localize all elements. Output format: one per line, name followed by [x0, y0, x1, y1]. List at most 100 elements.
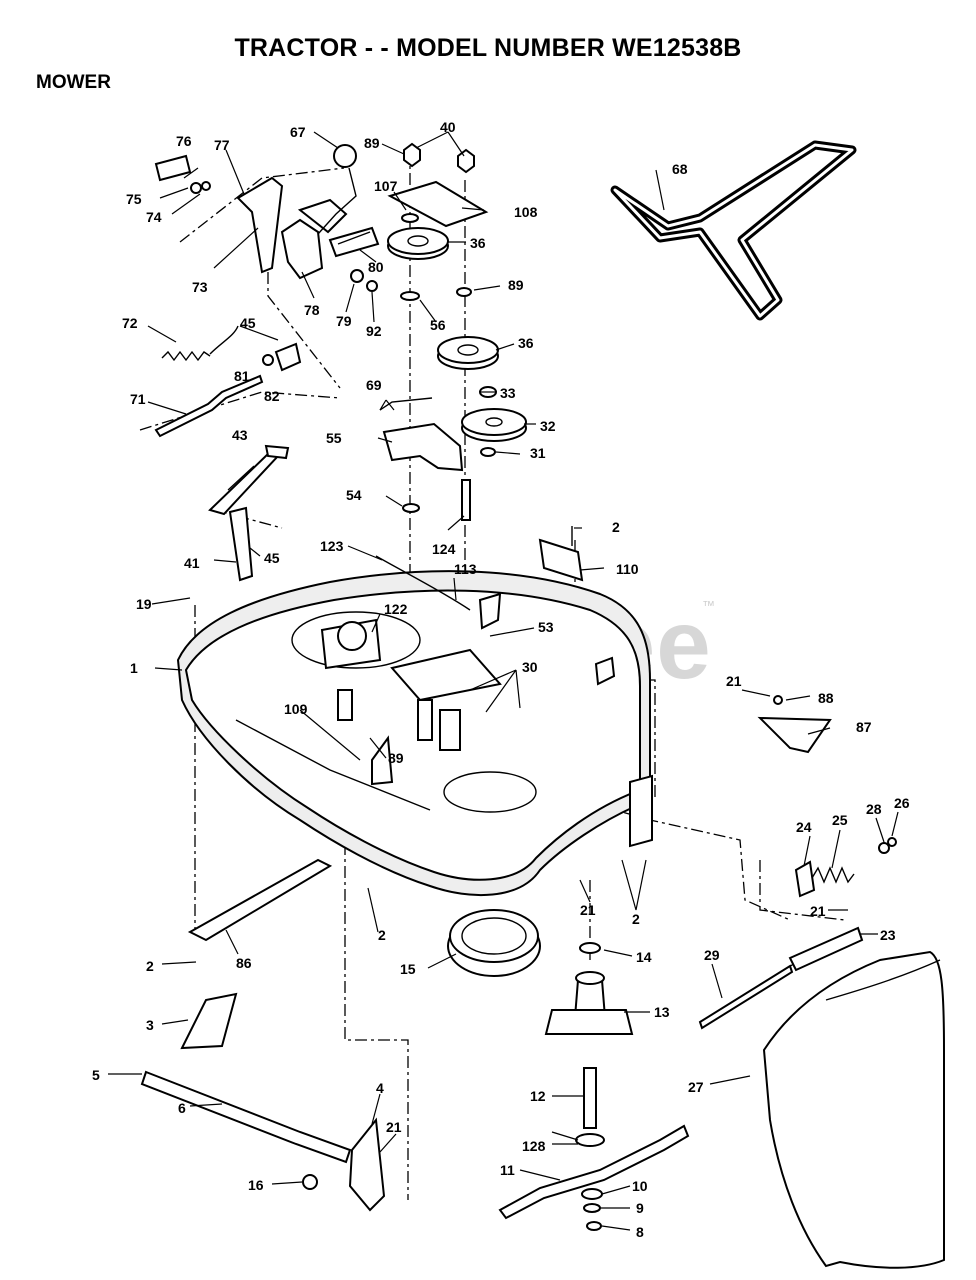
lift-arm-43 [208, 444, 290, 516]
part-label: 30 [522, 659, 538, 675]
part-label: 107 [374, 178, 398, 194]
part-label: 32 [540, 418, 556, 434]
hanger-41 [228, 506, 254, 582]
part-label: 29 [704, 947, 720, 963]
part-label: 15 [400, 961, 416, 977]
part-label: 2 [632, 911, 640, 927]
part-label: 68 [672, 161, 688, 177]
part-label: 2 [612, 519, 620, 535]
part-label: 43 [232, 427, 248, 443]
part-label: 110 [616, 561, 639, 577]
part-label: 81 [234, 368, 250, 384]
part-label: 6 [178, 1100, 186, 1116]
part-label: 80 [368, 259, 384, 275]
part-label: 9 [636, 1200, 644, 1216]
part-label: 55 [326, 430, 342, 446]
part-label: 12 [530, 1088, 546, 1104]
part-label: 88 [818, 690, 834, 706]
part-label: 19 [136, 596, 152, 612]
part-label: 11 [500, 1162, 515, 1178]
part-label: 113 [454, 561, 477, 577]
part-label: 56 [430, 317, 446, 333]
spring-25 [794, 837, 897, 898]
part-label: 72 [122, 315, 138, 331]
belt-guard-16 [447, 909, 541, 977]
part-label: 31 [530, 445, 546, 461]
part-label: 21 [386, 1119, 402, 1135]
part-label: 73 [192, 279, 208, 295]
part-label: 45 [240, 315, 256, 331]
part-label: 79 [336, 313, 352, 329]
part-label: 2 [378, 927, 386, 943]
part-label: 89 [508, 277, 524, 293]
part-label: 124 [432, 541, 456, 557]
part-label: 36 [470, 235, 486, 251]
section-label: MOWER [36, 72, 111, 93]
part-label: 25 [832, 812, 848, 828]
belt-68 [610, 140, 857, 321]
part-label: 75 [126, 191, 142, 207]
part-label: 5 [92, 1067, 100, 1083]
part-label: 3 [146, 1017, 154, 1033]
part-label: 108 [514, 204, 538, 220]
part-label: 16 [248, 1177, 264, 1193]
bracket-3 [180, 992, 238, 1050]
hinge-bracket-23 [698, 926, 864, 1030]
part-label: 40 [440, 119, 456, 135]
blade-11 [498, 1124, 690, 1231]
part-label: 36 [518, 335, 534, 351]
part-label: 27 [688, 1079, 704, 1095]
part-label: 89 [388, 750, 404, 766]
deck-lift-bracket-assembly [154, 144, 380, 292]
part-label: 41 [184, 555, 200, 571]
front-brace-86 [187, 858, 333, 942]
part-label: 26 [894, 795, 910, 811]
part-label: 2 [146, 958, 154, 974]
part-label: 23 [880, 927, 896, 943]
part-label: 4 [376, 1080, 384, 1096]
part-label: 128 [522, 1138, 546, 1154]
part-number-labels: 1 2 2 2 2 3 4 5 6 8 9 10 11 12 13 14 15 … [92, 119, 910, 1240]
spring-72 [161, 325, 239, 362]
idler-bracket-55 [379, 397, 471, 521]
part-label: 92 [366, 323, 382, 339]
part-label: 86 [236, 955, 252, 971]
part-label: 87 [856, 719, 872, 735]
deflector-mount-87 [757, 695, 832, 754]
baffle-110 [538, 526, 584, 582]
mower-deck [176, 555, 653, 897]
part-label: 71 [130, 391, 146, 407]
part-label: 82 [264, 388, 280, 404]
part-label: 21 [726, 673, 742, 689]
pivot-parts-81-82 [262, 342, 302, 372]
grass-deflector-27 [762, 950, 945, 1269]
part-label: 1 [130, 660, 138, 676]
part-label: 76 [176, 133, 192, 149]
part-label: 10 [632, 1178, 648, 1194]
part-label: 109 [284, 701, 308, 717]
part-label: 53 [538, 619, 554, 635]
part-label: 77 [214, 137, 230, 153]
part-label: 21 [580, 902, 596, 918]
part-label: 123 [320, 538, 344, 554]
part-label: 28 [866, 801, 882, 817]
part-label: 78 [304, 302, 320, 318]
part-label: 89 [364, 135, 380, 151]
trademark-symbol: ™ [702, 598, 715, 613]
part-label: 21 [810, 903, 826, 919]
diagram-title: TRACTOR - - MODEL NUMBER WE12538B [234, 34, 742, 62]
part-label: 69 [366, 377, 382, 393]
part-label: 33 [500, 385, 516, 401]
part-label: 74 [146, 209, 162, 225]
part-label: 14 [636, 949, 652, 965]
part-label: 24 [796, 819, 812, 835]
pulley-stack [387, 142, 527, 457]
part-label: 45 [264, 550, 280, 566]
bracket-4 [302, 1117, 386, 1212]
part-label: 122 [384, 601, 408, 617]
part-label: 54 [346, 487, 362, 503]
part-label: 13 [654, 1004, 670, 1020]
leader-lines [108, 131, 899, 1231]
lift-rod-71 [154, 374, 264, 438]
